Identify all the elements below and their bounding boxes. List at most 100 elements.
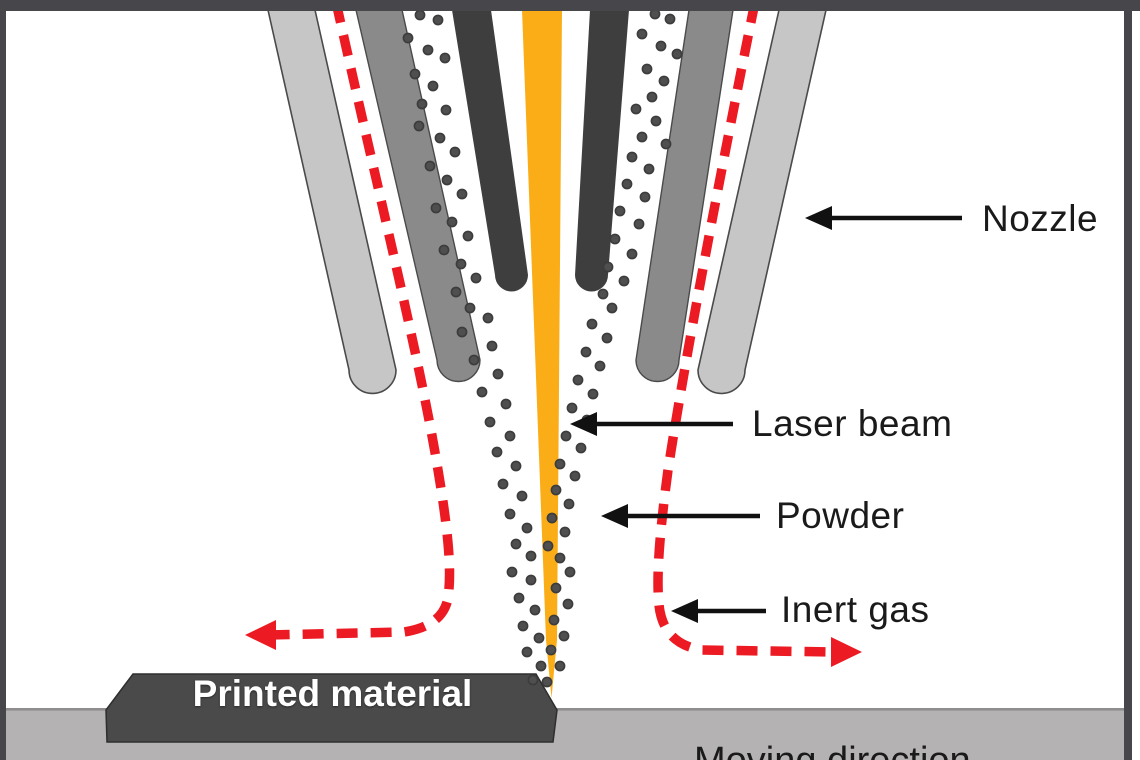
powder-particle	[586, 318, 598, 330]
powder-particle	[470, 272, 482, 284]
powder-particle	[440, 104, 452, 116]
nozzle-pointer-arrow	[805, 206, 962, 230]
inert-gas-flow-left	[245, 0, 455, 650]
frame-right	[1124, 0, 1132, 760]
powder-particle	[525, 574, 537, 586]
powder-particle	[497, 478, 509, 490]
powder-particle	[594, 360, 606, 372]
nozzle-mid-right	[635, 9, 734, 383]
frame-top	[0, 0, 1140, 11]
powder-particle	[462, 230, 474, 242]
powder-particle	[542, 540, 554, 552]
substrate-top-edge	[6, 708, 1124, 711]
powder-particle	[533, 632, 545, 644]
powder-particle	[643, 163, 655, 175]
powder-particle	[439, 52, 451, 64]
powder-particle	[450, 286, 462, 298]
powder-particle	[492, 368, 504, 380]
powder-particle	[541, 676, 553, 688]
powder-label: Powder	[776, 495, 905, 536]
powder-particle	[500, 398, 512, 410]
powder-particle	[456, 326, 468, 338]
moving-direction-label: Moving direction	[694, 740, 971, 760]
powder-particle	[449, 146, 461, 158]
powder-particle	[550, 484, 562, 496]
powder-particle	[529, 604, 541, 616]
powder-particle	[606, 302, 618, 314]
printed-material-shape	[105, 673, 558, 743]
powder-particle	[486, 340, 498, 352]
powder-particle	[655, 40, 667, 52]
powder-particle	[650, 115, 662, 127]
powder-particle	[614, 205, 626, 217]
powder-particle	[660, 138, 672, 150]
powder-particle	[554, 660, 566, 672]
powder-particle	[476, 386, 488, 398]
powder-particle	[626, 151, 638, 163]
inert-gas-arrowhead-left	[245, 620, 276, 650]
nozzle-mid-left	[355, 9, 481, 383]
powder-particle	[455, 258, 467, 270]
inert-gas-arrowhead-right	[831, 637, 862, 667]
powder-particle	[636, 28, 648, 40]
powder-particle	[432, 14, 444, 26]
nozzle-label: Nozzle	[982, 198, 1099, 239]
powder-particle	[521, 522, 533, 534]
powder-particle	[438, 244, 450, 256]
powder-particle	[562, 598, 574, 610]
powder-particle	[566, 402, 578, 414]
powder-particle	[545, 644, 557, 656]
powder-particle	[510, 460, 522, 472]
powder-particle	[464, 302, 476, 314]
powder-particle	[602, 261, 614, 273]
powder-particle	[506, 566, 518, 578]
nozzle-inner-right	[575, 10, 629, 292]
powder-particle	[413, 120, 425, 132]
printed-material-label: Printed material	[192, 673, 473, 714]
powder-particle	[424, 160, 436, 172]
powder-particle	[601, 332, 613, 344]
powder-particle	[527, 674, 539, 686]
powder-particle	[559, 526, 571, 538]
powder-particle	[504, 430, 516, 442]
powder-particle	[658, 75, 670, 87]
powder-particle	[430, 202, 442, 214]
powder-particle	[482, 312, 494, 324]
nozzle-inner-left	[452, 10, 528, 292]
inert-gas-label: Inert gas	[781, 589, 930, 630]
powder-particle	[546, 512, 558, 524]
powder-particle	[626, 248, 638, 260]
powder-particle	[609, 233, 621, 245]
powder-particle	[446, 216, 458, 228]
powder-particle	[560, 430, 572, 442]
powder-particle	[409, 68, 421, 80]
powder-particle	[510, 538, 522, 550]
powder-particle	[564, 566, 576, 578]
powder-particle	[513, 592, 525, 604]
nozzle-outer-left	[267, 9, 397, 395]
powder-particle	[558, 630, 570, 642]
powder-particle	[416, 98, 428, 110]
powder-particle	[621, 178, 633, 190]
powder-dots	[402, 8, 683, 688]
powder-particle	[641, 63, 653, 75]
powder-particle	[550, 582, 562, 594]
inert-gas-pointer-arrow	[671, 599, 766, 623]
powder-particle	[491, 446, 503, 458]
powder-particle	[664, 13, 676, 25]
powder-particle	[639, 191, 651, 203]
powder-particle	[517, 620, 529, 632]
powder-particle	[441, 174, 453, 186]
powder-particle	[572, 374, 584, 386]
powder-particle	[587, 388, 599, 400]
powder-particle	[618, 275, 630, 287]
powder-particle	[633, 218, 645, 230]
powder-particle	[402, 32, 414, 44]
laser-beam-pointer-arrow	[570, 412, 733, 436]
powder-particle	[516, 490, 528, 502]
powder-particle	[580, 346, 592, 358]
inert-gas-flow-right	[653, 1, 862, 667]
powder-particle	[504, 508, 516, 520]
